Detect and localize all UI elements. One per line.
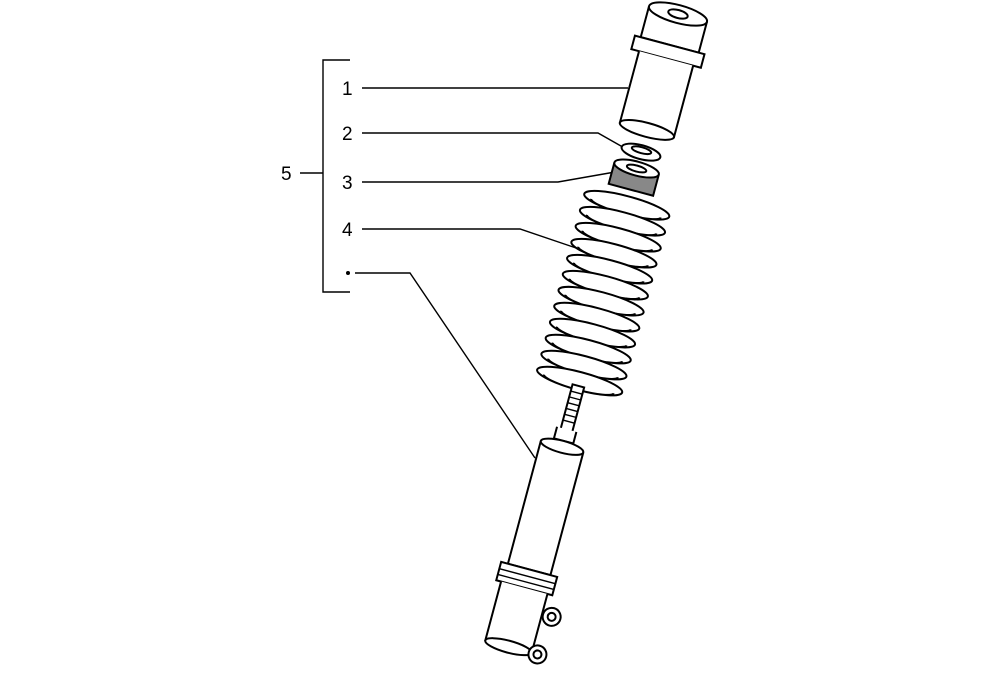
leader-2 (362, 132, 629, 151)
coil-spring (536, 189, 671, 397)
washer (620, 142, 662, 162)
rubber-buffer (607, 158, 660, 197)
callout-5: 5 (281, 164, 292, 185)
damper-body (484, 426, 585, 665)
callout-4: 4 (342, 220, 353, 241)
group-bracket (322, 59, 350, 293)
callout-dot (346, 271, 350, 275)
shock-absorber (484, 1, 709, 665)
leader-4 (362, 228, 583, 251)
leader-3 (362, 171, 616, 183)
callout-2: 2 (342, 124, 353, 145)
leader-damper (355, 272, 536, 459)
callout-1: 1 (342, 79, 353, 100)
cover-tube (618, 1, 709, 141)
callout-3: 3 (342, 173, 353, 194)
